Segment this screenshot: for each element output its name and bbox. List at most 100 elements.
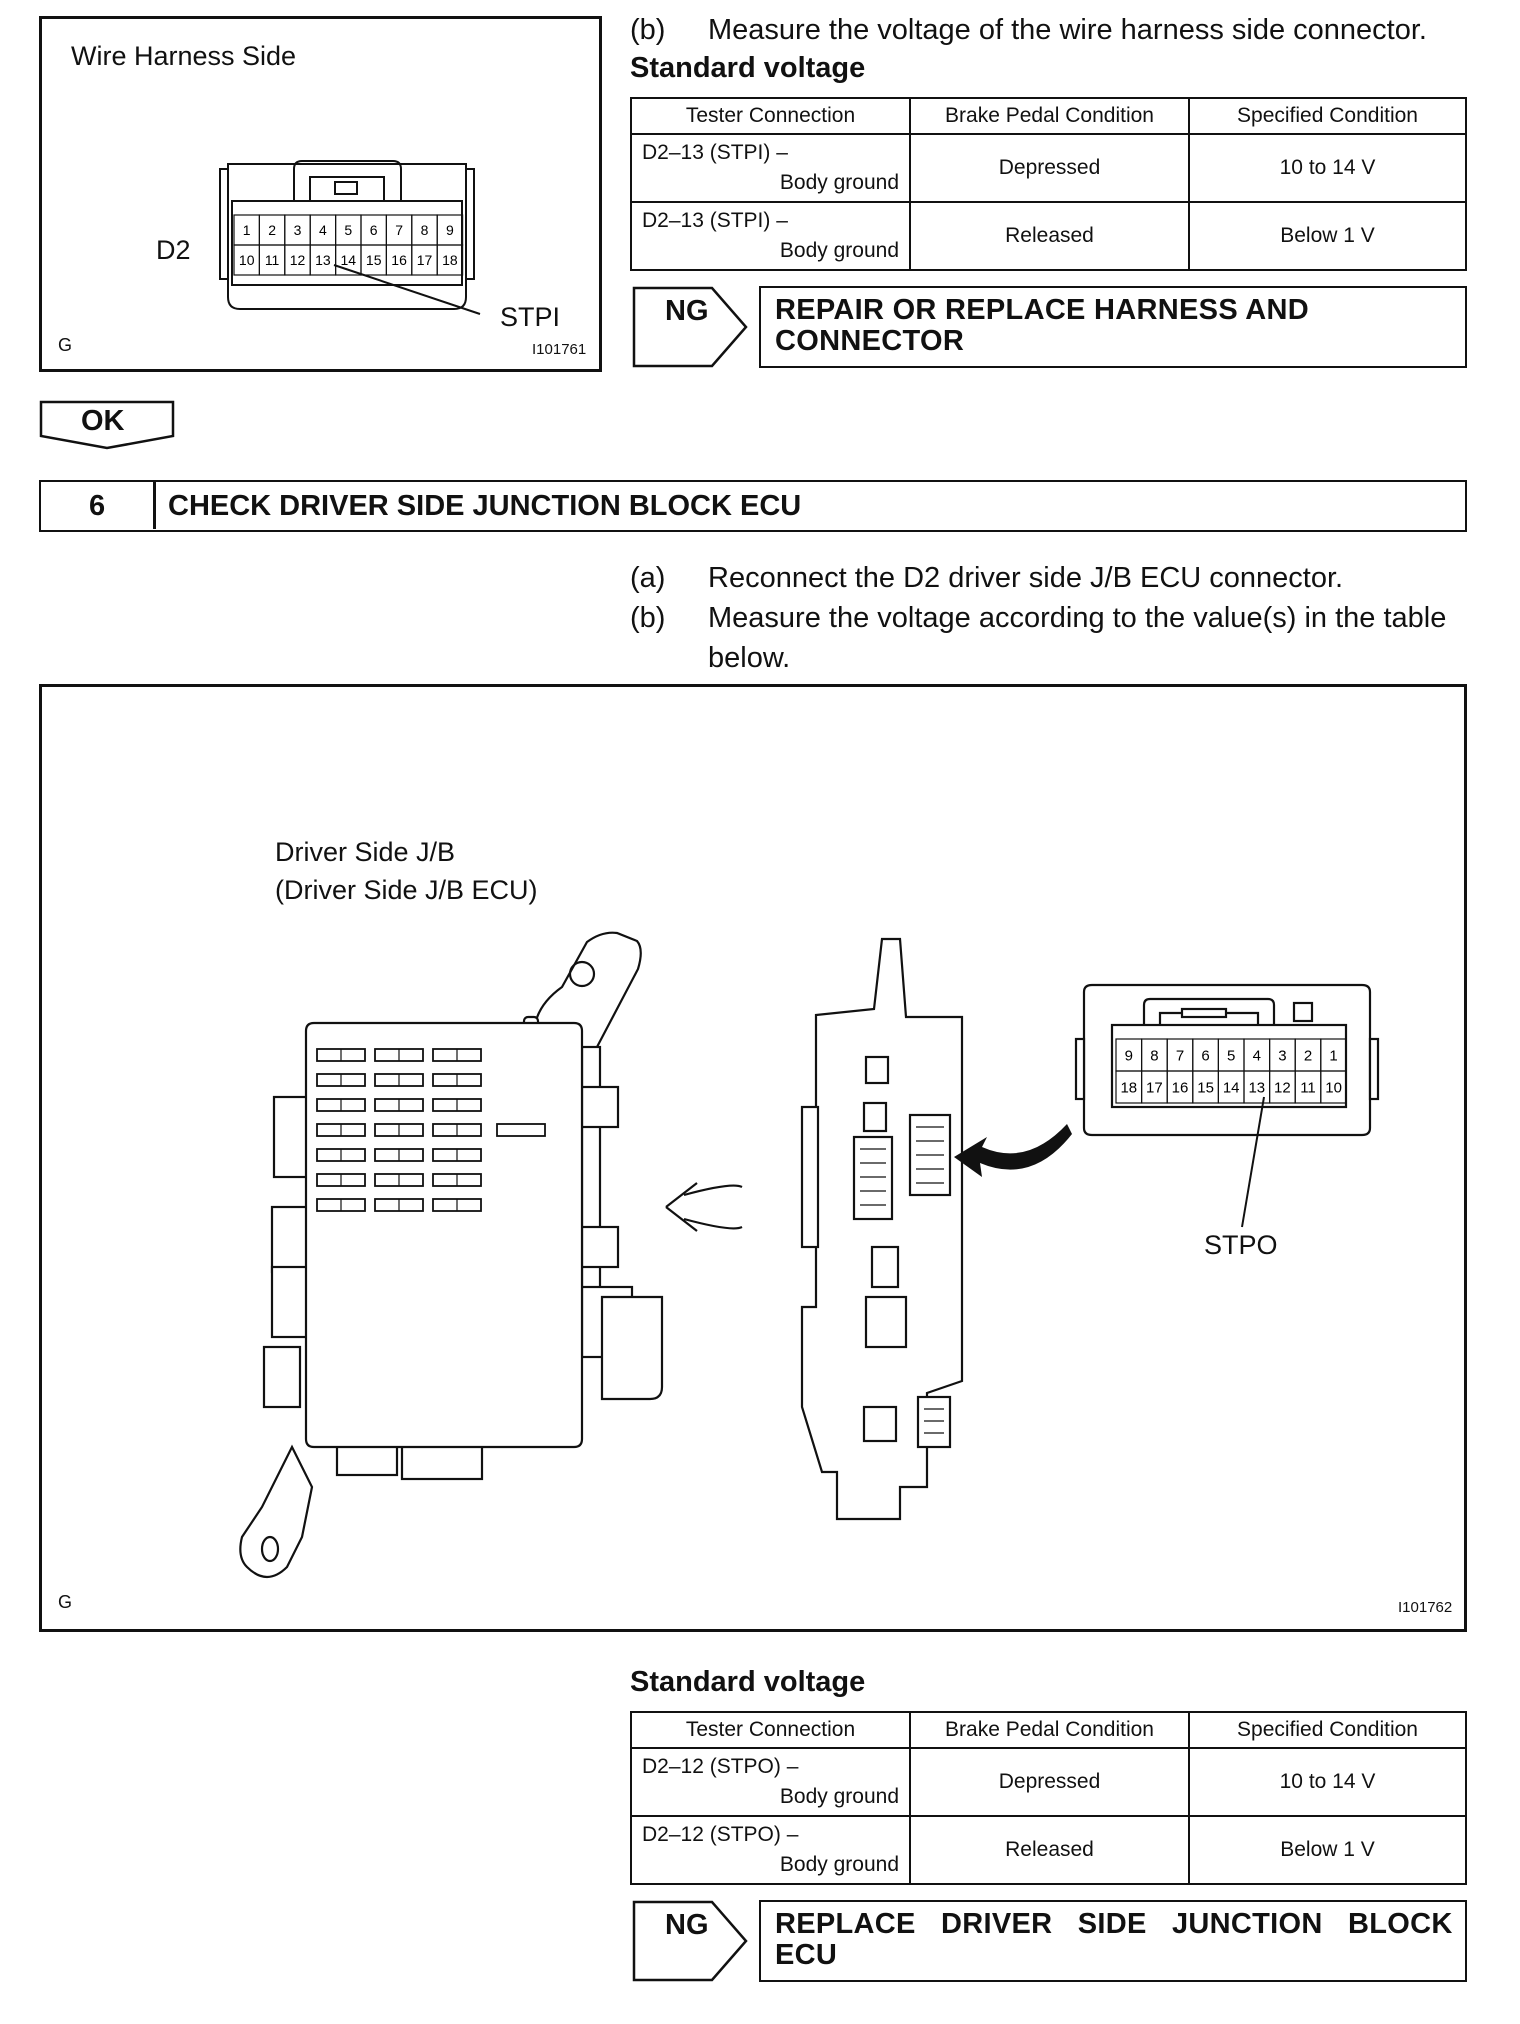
connector-pin-number: 17 xyxy=(1146,1079,1163,1096)
connector-pin-number: 4 xyxy=(1253,1047,1261,1064)
table-row: D2–12 (STPO) –Body ground Released Below… xyxy=(630,1815,1467,1885)
step-6-header: 6 CHECK DRIVER SIDE JUNCTION BLOCK ECU xyxy=(39,480,1467,532)
tester-connection-cell: D2–13 (STPI) –Body ground xyxy=(630,201,911,271)
header-brake-pedal: Brake Pedal Condition xyxy=(909,97,1190,135)
pedal-condition-cell: Released xyxy=(909,1815,1190,1885)
connector-pin-number: 13 xyxy=(315,252,331,268)
header-tester-connection: Tester Connection xyxy=(630,1711,911,1749)
connector-pin-number: 2 xyxy=(268,222,276,238)
ng-action-line1: REPAIR OR REPLACE HARNESS AND xyxy=(775,294,1309,326)
instruction-b-number: (b) xyxy=(630,602,666,634)
step-b-number: (b) xyxy=(630,14,666,46)
ng-tag-shape xyxy=(632,1900,748,1982)
connector-pin-number: 12 xyxy=(1274,1079,1291,1096)
instruction-b-text: Measure the voltage according to the val… xyxy=(708,602,1447,634)
connector-pin-number: 3 xyxy=(294,222,302,238)
connector-pin-number: 7 xyxy=(1176,1047,1184,1064)
instruction-a-number: (a) xyxy=(630,562,666,594)
connector-pin-number: 11 xyxy=(1300,1079,1316,1096)
jb-label-line1: Driver Side J/B xyxy=(275,837,456,867)
ng-label: NG xyxy=(665,1909,709,1941)
connector-pin-number: 1 xyxy=(243,222,251,238)
ng-action-box: REPAIR OR REPLACE HARNESS AND CONNECTOR xyxy=(759,286,1467,368)
header-specified-condition: Specified Condition xyxy=(1188,1711,1467,1749)
header-specified-condition: Specified Condition xyxy=(1188,97,1467,135)
instruction-a-text: Reconnect the D2 driver side J/B ECU con… xyxy=(708,562,1344,594)
connector-pin-number: 6 xyxy=(370,222,378,238)
connector-pin-number: 5 xyxy=(1227,1047,1235,1064)
tester-connection-cell: D2–12 (STPO) –Body ground xyxy=(630,1815,911,1885)
voltage-table-top: Tester Connection Brake Pedal Condition … xyxy=(630,97,1467,271)
connector-pin-number: 9 xyxy=(446,222,454,238)
connector-pin-number: 14 xyxy=(341,252,357,268)
g-mark: G xyxy=(58,1592,73,1612)
ng-action-box: REPLACE DRIVER SIDE JUNCTION BLOCK ECU xyxy=(759,1900,1467,1982)
standard-voltage-heading: Standard voltage xyxy=(630,1666,866,1698)
step-number: 6 xyxy=(89,490,106,522)
figure-title: Wire Harness Side xyxy=(71,41,297,71)
step-b-text: Measure the voltage of the wire harness … xyxy=(708,14,1427,46)
step-title: CHECK DRIVER SIDE JUNCTION BLOCK ECU xyxy=(168,490,802,522)
fuse-slot xyxy=(496,1123,546,1137)
connector-pin-number: 10 xyxy=(239,252,255,268)
connector-pin-number: 15 xyxy=(366,252,382,268)
figure-driver-side-jb: Driver Side J/B (Driver Side J/B ECU) xyxy=(39,684,1467,1632)
g-mark: G xyxy=(58,335,73,355)
specified-condition-cell: 10 to 14 V xyxy=(1188,1747,1467,1817)
ng-tag-shape xyxy=(632,286,748,368)
ng-action-line1: REPLACE DRIVER SIDE JUNCTION BLOCK xyxy=(775,1908,1453,1940)
connector-pin-number: 14 xyxy=(1223,1079,1240,1096)
specified-condition-cell: 10 to 14 V xyxy=(1188,133,1467,203)
connector-pin-number: 2 xyxy=(1304,1047,1312,1064)
tester-connection-cell: D2–13 (STPI) –Body ground xyxy=(630,133,911,203)
connector-pin-number: 6 xyxy=(1201,1047,1209,1064)
connector-pin-number: 16 xyxy=(391,252,407,268)
table-row: D2–13 (STPI) –Body ground Released Below… xyxy=(630,201,1467,271)
specified-condition-cell: Below 1 V xyxy=(1188,1815,1467,1885)
connector-pin-number: 10 xyxy=(1325,1079,1342,1096)
specified-condition-cell: Below 1 V xyxy=(1188,201,1467,271)
figure-id: I101761 xyxy=(532,341,587,358)
table-row: D2–12 (STPO) –Body ground Depressed 10 t… xyxy=(630,1747,1467,1817)
connector-pin-number: 18 xyxy=(442,252,458,268)
connector-pin-number: 1 xyxy=(1329,1047,1337,1064)
pedal-condition-cell: Depressed xyxy=(909,133,1190,203)
connector-pin-number: 7 xyxy=(395,222,403,238)
header-brake-pedal: Brake Pedal Condition xyxy=(909,1711,1190,1749)
connector-code: D2 xyxy=(156,235,191,265)
figure-id: I101762 xyxy=(1398,1599,1453,1616)
ok-label: OK xyxy=(81,405,125,437)
connector-pin-cell xyxy=(436,244,464,276)
stpo-label: STPO xyxy=(1204,1230,1278,1260)
ng-label: NG xyxy=(665,295,709,327)
pedal-condition-cell: Depressed xyxy=(909,1747,1190,1817)
stpi-label: STPI xyxy=(500,302,561,332)
standard-voltage-heading: Standard voltage xyxy=(630,52,866,84)
header-tester-connection: Tester Connection xyxy=(630,97,911,135)
table-row: D2–13 (STPI) –Body ground Depressed 10 t… xyxy=(630,133,1467,203)
instruction-b-text-cont: below. xyxy=(708,642,791,674)
ng-action-line2: ECU xyxy=(775,1939,838,1971)
connector-pin-cell xyxy=(1320,1070,1348,1104)
pedal-condition-cell: Released xyxy=(909,201,1190,271)
connector-pin-number: 15 xyxy=(1197,1079,1214,1096)
connector-pin-number: 13 xyxy=(1248,1079,1265,1096)
connector-pin-number: 4 xyxy=(319,222,327,238)
connector-pin-number: 5 xyxy=(344,222,352,238)
connector-pin-number: 11 xyxy=(265,252,280,268)
ok-tag-shape xyxy=(39,400,175,450)
connector-pin-number: 3 xyxy=(1278,1047,1286,1064)
voltage-table-bottom: Tester Connection Brake Pedal Condition … xyxy=(630,1711,1467,1885)
tester-connection-cell: D2–12 (STPO) –Body ground xyxy=(630,1747,911,1817)
connector-pin-number: 18 xyxy=(1120,1079,1137,1096)
table-header-row: Tester Connection Brake Pedal Condition … xyxy=(630,97,1467,135)
connector-pin-number: 8 xyxy=(1150,1047,1158,1064)
table-header-row: Tester Connection Brake Pedal Condition … xyxy=(630,1711,1467,1749)
step-divider xyxy=(153,482,156,529)
connector-pin-number: 9 xyxy=(1125,1047,1133,1064)
jb-label-line2: (Driver Side J/B ECU) xyxy=(275,875,538,905)
connector-pin-number: 16 xyxy=(1172,1079,1189,1096)
